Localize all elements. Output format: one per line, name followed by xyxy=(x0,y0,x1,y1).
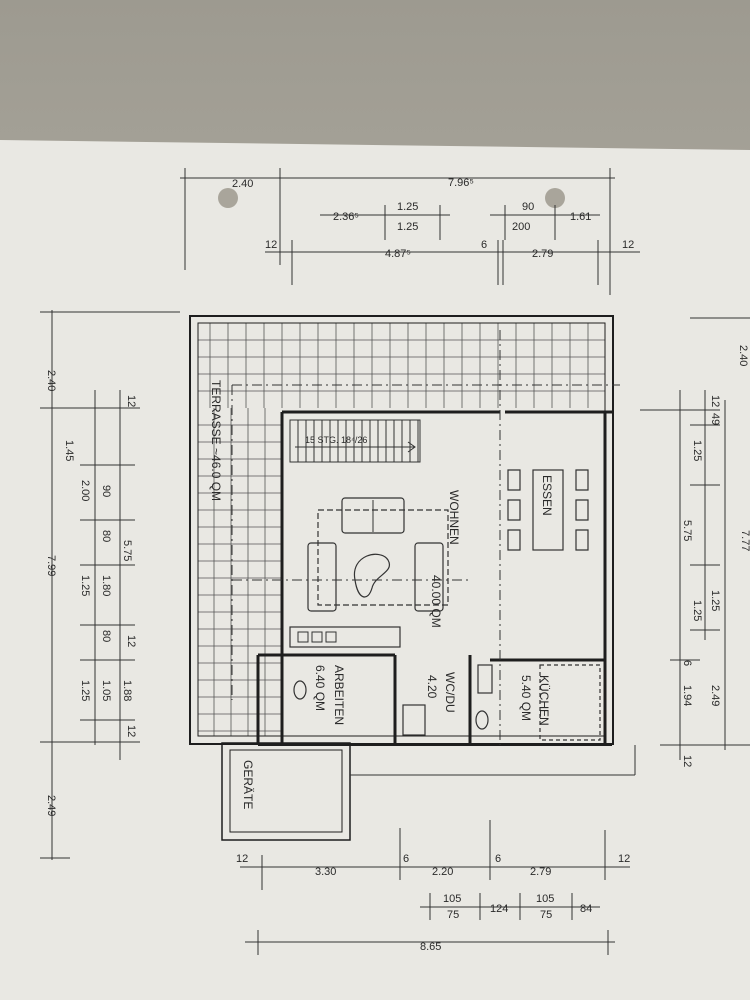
dim-left-wall-top: 12 xyxy=(125,395,137,407)
terrace-label: TERRASSE ~46.0 QM xyxy=(209,380,223,501)
building-walls xyxy=(189,315,620,746)
dim-bottom-wall-mid1: 6 xyxy=(403,853,409,865)
dim-right-total: 5.75 xyxy=(681,520,693,541)
room-labels: TERRASSE ~46.0 QM WOHNEN 40.00 QM ARBEIT… xyxy=(209,380,551,726)
dim-top-wall-right: 12 xyxy=(622,239,634,251)
coffee-table xyxy=(353,553,391,598)
dim-top-seg-c-top: 90 xyxy=(522,201,534,213)
dim-left-e-bottom: 1.25 xyxy=(79,575,91,596)
staircase: 15 STG. 18⁴/26 xyxy=(289,419,421,463)
dining-label: ESSEN xyxy=(540,475,554,516)
dim-left-c: 80 xyxy=(100,530,112,542)
dim-bottom-w1-top: 105 xyxy=(443,893,461,905)
dim-left-total: 7.99 xyxy=(45,555,57,576)
dim-right-a-top: 49 xyxy=(709,413,721,425)
top-dimensions: 2.40 7.96⁵ 2.36⁵ 1.25 1.25 90 200 1.61 1… xyxy=(180,168,640,295)
dim-bottom-b: 2.20 xyxy=(432,866,453,878)
dim-bottom-wall-mid2: 6 xyxy=(495,853,501,865)
dim-left-e-top: 1.80 xyxy=(100,575,112,596)
dim-left-f: 80 xyxy=(100,630,112,642)
dim-top-total: 7.96⁵ xyxy=(448,177,474,189)
dim-bottom-wall-left: 12 xyxy=(236,853,248,865)
dim-top-seg-c-bottom: 200 xyxy=(512,221,530,233)
dim-bottom-end: 84 xyxy=(580,903,592,915)
dim-right-a-bottom: 1.25 xyxy=(691,440,703,461)
dim-right-b-bottom: 1.25 xyxy=(691,600,703,621)
dim-left-g-bottom: 1.25 xyxy=(79,680,91,701)
dim-bottom-gap: 124 xyxy=(490,903,508,915)
kitchen-area: 5.40 QM xyxy=(519,675,533,721)
dim-bottom-w2-top: 105 xyxy=(536,893,554,905)
dim-top-left-offset: 2.40 xyxy=(232,178,253,190)
dim-bottom-total: 8.65 xyxy=(420,941,441,953)
stairs-label: 15 STG. 18⁴/26 xyxy=(305,435,367,445)
paper xyxy=(0,140,750,1000)
left-dimensions: 2.40 7.99 2.49 12 1.45 90 2.00 80 5.75 1… xyxy=(40,310,180,860)
dim-right-wall-top: 12 xyxy=(709,395,721,407)
dim-top-seg-b-top: 1.25 xyxy=(397,201,418,213)
dim-left-a: 1.45 xyxy=(63,440,75,461)
office-name: ARBEITEN xyxy=(332,665,346,725)
shed-label: GERÄTE xyxy=(241,760,255,809)
punch-hole xyxy=(545,188,565,208)
dim-top-wall-left: 12 xyxy=(265,239,277,251)
dim-bottom-w1-bottom: 75 xyxy=(447,909,459,921)
dim-left-top-offset: 2.40 xyxy=(45,370,57,391)
dim-left-d: 5.75 xyxy=(121,540,133,561)
office-area: 6.40 QM xyxy=(313,665,327,711)
dim-right-wall-bottom: 12 xyxy=(681,755,693,767)
dim-top-seg-b-bottom: 1.25 xyxy=(397,221,418,233)
dim-top-seg-d: 1.61 xyxy=(570,211,591,223)
dim-right-c: 6 xyxy=(681,660,693,666)
dim-bottom-w2-bottom: 75 xyxy=(540,909,552,921)
dim-left-b-bottom: 2.00 xyxy=(79,480,91,501)
terrace-grid xyxy=(198,323,605,736)
living-room-area: 40.00 QM xyxy=(429,575,443,628)
bottom-dimensions: 12 3.30 6 2.20 6 2.79 12 105 75 124 105 … xyxy=(236,820,630,955)
right-dimensions: 2.40 12 49 1.25 5.75 7.77 1.25 1.25 6 1.… xyxy=(640,317,750,767)
dim-right-far: 7.77 xyxy=(739,530,750,551)
dim-top-wall-mid: 6 xyxy=(481,239,487,251)
punch-hole xyxy=(218,188,238,208)
dim-top-seg-a: 2.36⁵ xyxy=(333,211,359,223)
dim-left-g-top: 1.05 xyxy=(100,680,112,701)
wc-name: WC/DU xyxy=(443,672,457,713)
dim-left-h: 1.88 xyxy=(121,680,133,701)
dim-top-right: 2.79 xyxy=(532,248,553,260)
dim-bottom-c: 2.79 xyxy=(530,866,551,878)
wc-area: 4.20 xyxy=(425,675,439,699)
kitchen-name: KÜCHEN xyxy=(537,675,551,726)
dim-left-b-top: 90 xyxy=(100,485,112,497)
dim-left-wall-mid: 12 xyxy=(125,635,137,647)
dim-top-mid: 4.87⁵ xyxy=(385,248,411,260)
dim-left-bottom-offset: 2.49 xyxy=(45,795,57,816)
dim-right-top-offset: 2.40 xyxy=(737,345,749,366)
living-room-name: WOHNEN xyxy=(447,490,461,545)
fixtures xyxy=(293,664,601,741)
dim-bottom-a: 3.30 xyxy=(315,866,336,878)
dining-area: ESSEN xyxy=(507,469,589,551)
dim-left-wall-bottom: 12 xyxy=(125,725,137,737)
shed: GERÄTE xyxy=(221,742,636,841)
dim-right-d: 1.94 xyxy=(681,685,693,706)
dim-bottom-wall-right: 12 xyxy=(618,853,630,865)
living-room-furniture xyxy=(289,497,449,648)
dim-right-e: 2.49 xyxy=(709,685,721,706)
dim-right-b-top: 1.25 xyxy=(709,590,721,611)
